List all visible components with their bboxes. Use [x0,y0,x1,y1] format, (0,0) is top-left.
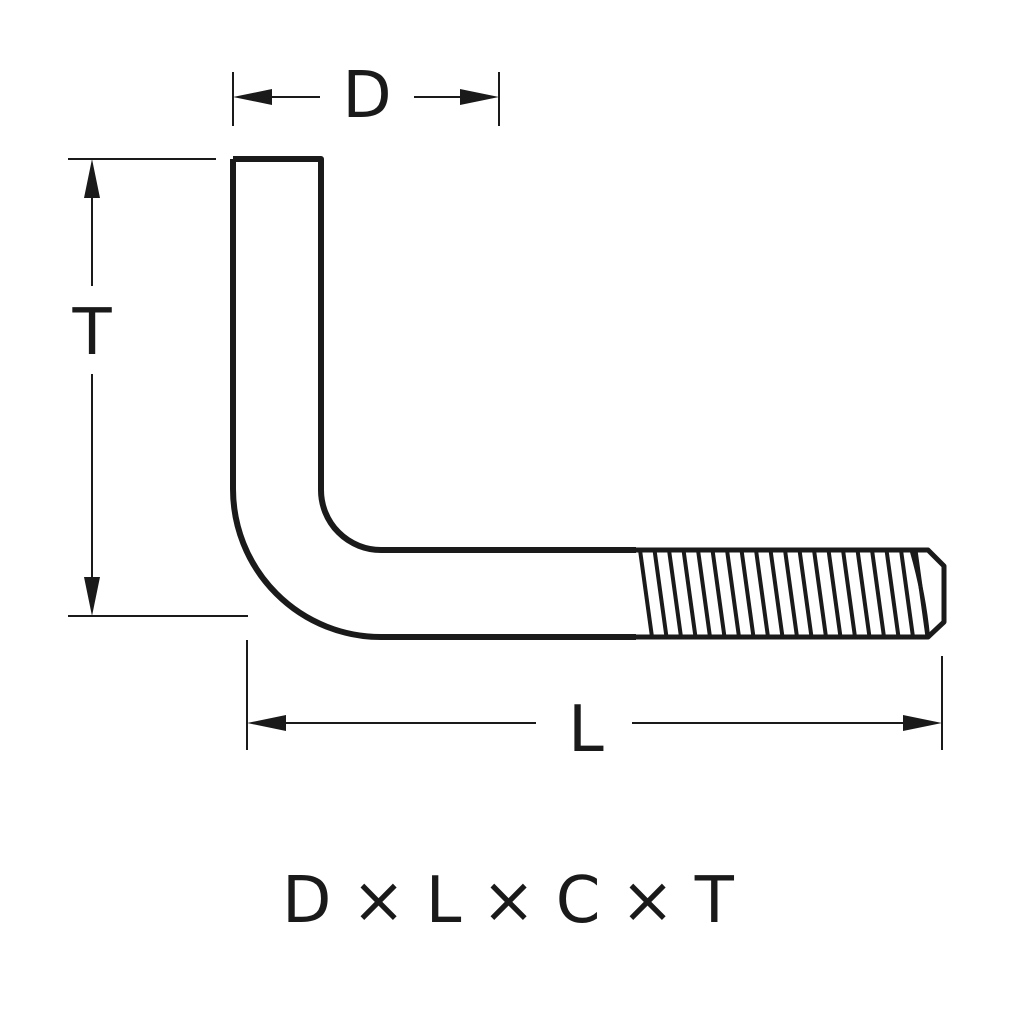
l-dimension: L [246,640,943,767]
thread-line [841,549,857,638]
d-arrow-right [460,89,499,105]
thread-line [870,549,886,638]
thread-line [681,549,698,638]
thread-line [812,549,828,638]
thread-line [855,549,872,638]
thread-line [797,549,814,638]
thread-line [826,549,843,638]
d-dimension: D [232,59,500,133]
thread-line [725,549,741,638]
thread-line [783,549,799,638]
t-arrow-down [84,577,100,616]
thread-line [768,549,785,638]
threaded-section [636,547,947,640]
l-arrow-right [903,715,942,731]
thread-line [710,549,727,638]
thread-line [638,549,654,638]
t-arrow-up [84,159,100,198]
thread-line [739,549,756,638]
d-label: D [342,59,391,133]
thread-line [696,549,712,638]
d-arrow-left [233,89,272,105]
l-bolt-body [230,156,636,640]
thread-line [899,549,915,638]
thread-tip-line [910,551,930,637]
l-arrow-left [247,715,286,731]
l-label: L [568,693,604,767]
t-label: T [71,296,112,370]
thread-line [667,549,683,638]
thread-line [754,549,770,638]
dimension-formula: D × L × C × T [282,864,735,938]
thread-line [652,549,669,638]
t-dimension: T [68,158,248,617]
thread-line [884,549,901,638]
